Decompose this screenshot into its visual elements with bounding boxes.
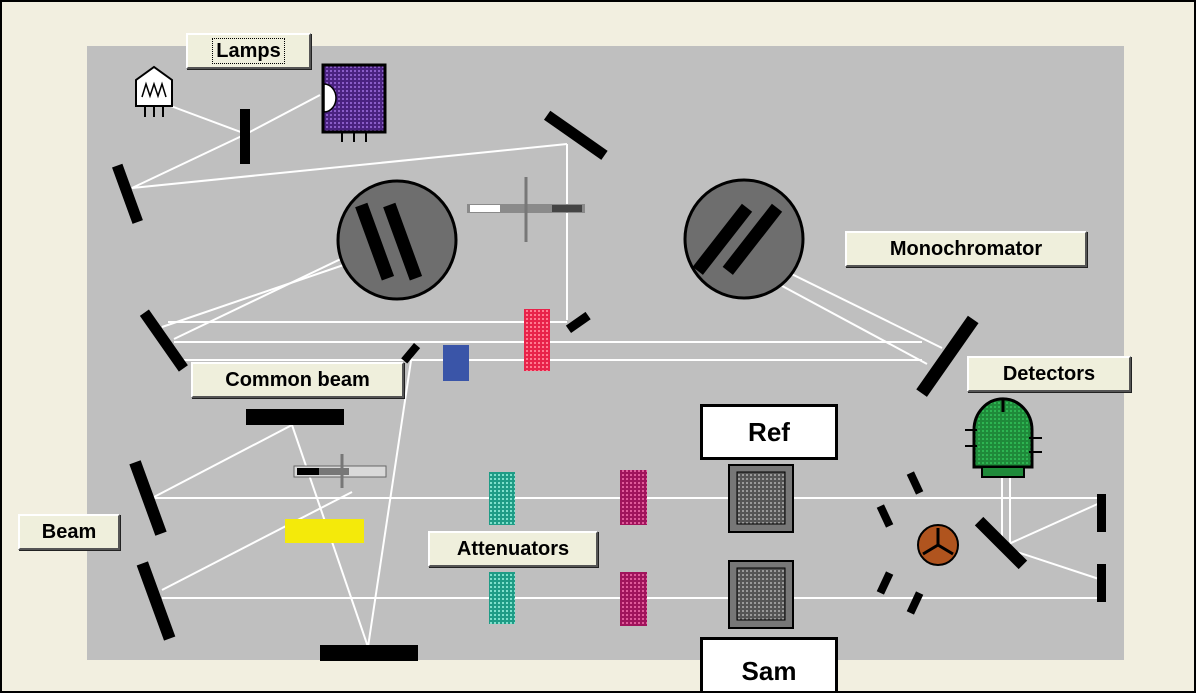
common-beam-button-label: Common beam <box>225 369 370 391</box>
grating-icon <box>336 179 458 301</box>
common-beam-button[interactable]: Common beam <box>191 362 404 398</box>
beam-button-label: Beam <box>41 521 97 543</box>
mirror-icon <box>320 645 418 661</box>
mirror-icon <box>129 460 167 536</box>
sam-compartment[interactable]: Sam <box>700 637 838 691</box>
detectors-button-label: Detectors <box>1002 363 1096 385</box>
detector-icon <box>965 397 1042 478</box>
attenuators-button[interactable]: Attenuators <box>428 531 598 567</box>
filter-wheel-upper <box>467 177 585 242</box>
monochromator-button[interactable]: Monochromator <box>845 231 1087 267</box>
ref-compartment[interactable]: Ref <box>700 404 838 460</box>
mirror-icon <box>240 109 250 164</box>
attenuator-sam-1 <box>489 572 515 624</box>
lamps-button-label: Lamps <box>212 38 285 64</box>
tungsten-lamp-icon <box>135 65 173 117</box>
mirror-icon <box>1097 494 1106 532</box>
attenuator-ref-2 <box>620 470 647 525</box>
mirror-icon <box>974 516 1028 570</box>
attenuators-button-label: Attenuators <box>456 538 570 560</box>
mirror-icon <box>916 315 979 397</box>
lamps-button[interactable]: Lamps <box>186 33 311 69</box>
mirrors <box>112 109 1106 661</box>
deuterium-lamp-icon <box>321 63 387 142</box>
mirror-icon <box>906 471 924 495</box>
mirror-icon <box>246 409 344 425</box>
chopper-icon <box>917 524 959 566</box>
mirror-icon <box>876 571 894 595</box>
grating-icon <box>683 178 805 300</box>
mirror-icon <box>112 163 143 224</box>
monochromator-button-label: Monochromator <box>889 238 1043 260</box>
ref-label: Ref <box>748 417 790 447</box>
mirror-icon <box>565 311 591 333</box>
ref-cuvette <box>728 464 794 533</box>
sam-label: Sam <box>741 656 797 686</box>
mirror-icon <box>543 110 608 160</box>
beam-button[interactable]: Beam <box>18 514 120 550</box>
yellow-filter <box>285 519 364 543</box>
mirror-icon <box>401 343 421 364</box>
mirror-icon <box>876 504 894 528</box>
attenuator-ref-1 <box>489 472 515 525</box>
red-filter <box>524 309 550 371</box>
attenuator-sam-2 <box>620 572 647 626</box>
blue-filter <box>443 345 469 381</box>
detectors-button[interactable]: Detectors <box>967 356 1131 392</box>
sam-cuvette <box>728 560 794 629</box>
mirror-icon <box>136 561 176 641</box>
mirror-icon <box>139 309 188 372</box>
mirror-icon <box>1097 564 1106 602</box>
mirror-icon <box>906 591 924 615</box>
beam-slit <box>293 454 387 488</box>
